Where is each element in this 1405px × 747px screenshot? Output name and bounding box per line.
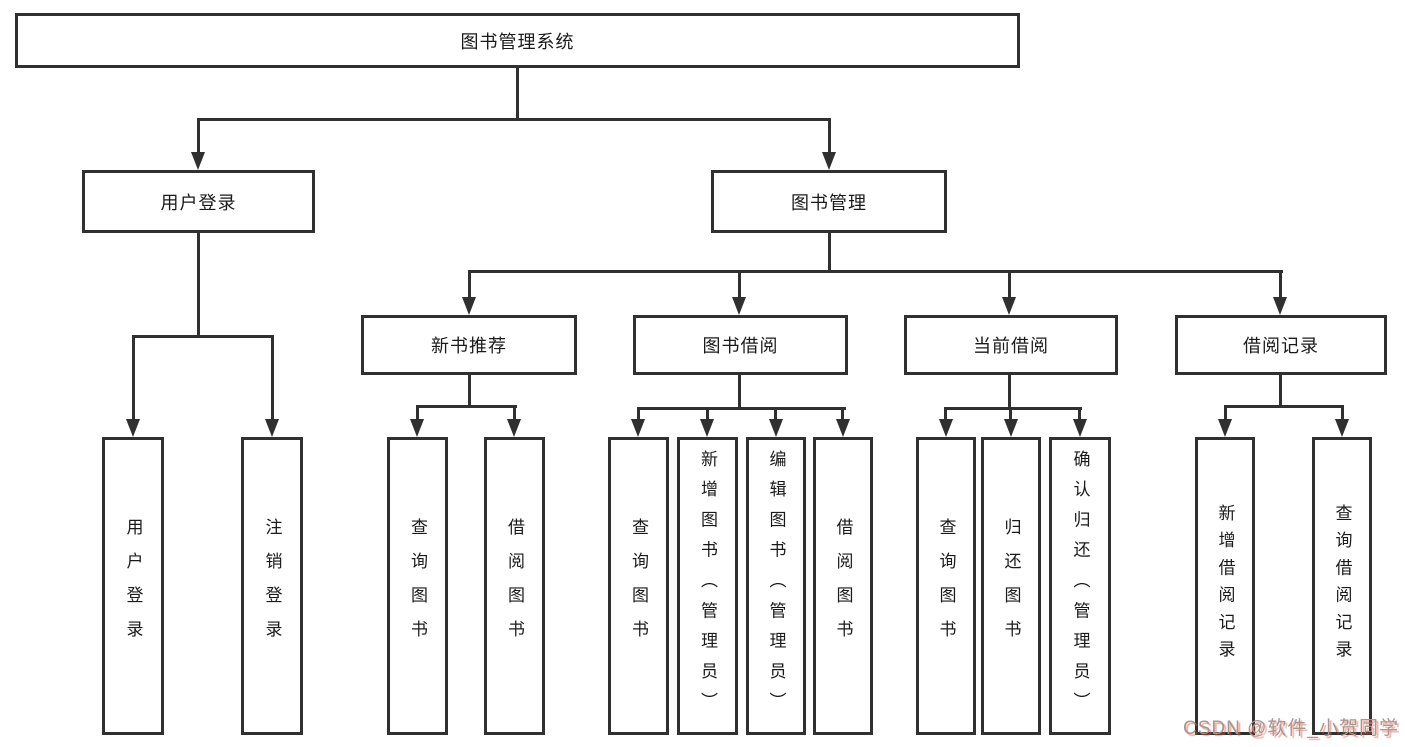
- node-new-book-recommend: 新书推荐: [361, 315, 577, 375]
- connector-line: [944, 407, 947, 421]
- arrowhead-down-icon: [1004, 419, 1018, 437]
- leaf-return-book: 归还图书: [981, 437, 1041, 735]
- arrowhead-down-icon: [1273, 297, 1287, 315]
- arrowhead-down-icon: [410, 419, 424, 437]
- connector-line: [706, 407, 709, 421]
- connector-line: [468, 375, 471, 407]
- leaf-user-login: 用户登录: [102, 437, 164, 735]
- connector-line: [637, 407, 846, 410]
- node-label: 借阅记录: [1243, 336, 1319, 356]
- connector-line: [774, 407, 777, 421]
- node-system-root: 图书管理系统: [15, 13, 1020, 68]
- leaf-confirm-return-admin: 确认归还（管理员）: [1049, 437, 1111, 735]
- connector-line: [416, 405, 517, 408]
- connector-line: [738, 375, 741, 407]
- arrowhead-down-icon: [822, 152, 836, 170]
- connector-line: [1078, 407, 1081, 421]
- connector-line: [197, 118, 200, 156]
- leaf-label: 查询图书: [408, 518, 427, 654]
- arrowhead-down-icon: [126, 419, 140, 437]
- arrowhead-down-icon: [265, 419, 279, 437]
- leaf-label: 编辑图书（管理员）: [766, 449, 786, 723]
- leaf-query-borrow-record: 查询借阅记录: [1312, 437, 1372, 735]
- connector-line: [1341, 405, 1344, 421]
- node-book-management: 图书管理: [711, 170, 947, 233]
- leaf-borrow-book: 借阅图书: [813, 437, 873, 735]
- connector-line: [944, 407, 1082, 410]
- leaf-add-borrow-record: 新增借阅记录: [1195, 437, 1255, 735]
- connector-line: [416, 405, 419, 421]
- connector-line: [516, 68, 519, 120]
- arrowhead-down-icon: [769, 419, 783, 437]
- leaf-query-book-current: 查询图书: [916, 437, 976, 735]
- connector-line: [828, 118, 831, 156]
- arrowhead-down-icon: [191, 152, 205, 170]
- arrowhead-down-icon: [700, 419, 714, 437]
- node-book-borrow: 图书借阅: [633, 315, 848, 375]
- node-current-borrow: 当前借阅: [904, 315, 1118, 375]
- connector-line: [132, 335, 274, 338]
- leaf-logout-login: 注销登录: [241, 437, 303, 735]
- leaf-label: 用户登录: [123, 518, 143, 654]
- leaf-label: 确认归还（管理员）: [1070, 449, 1090, 723]
- connector-line: [1009, 407, 1012, 421]
- leaf-edit-book-admin: 编辑图书（管理员）: [746, 437, 806, 735]
- connector-line: [828, 233, 831, 272]
- connector-line: [513, 405, 516, 421]
- node-label: 新书推荐: [431, 336, 507, 356]
- leaf-label: 查询借阅记录: [1332, 504, 1352, 668]
- arrowhead-down-icon: [507, 419, 521, 437]
- arrowhead-down-icon: [939, 419, 953, 437]
- connector-line: [271, 335, 274, 419]
- connector-line: [132, 335, 135, 419]
- leaf-query-book-borrow: 查询图书: [608, 437, 669, 735]
- node-label: 图书管理系统: [460, 31, 575, 52]
- node-borrow-record: 借阅记录: [1175, 315, 1387, 375]
- connector-line: [468, 270, 471, 298]
- leaf-label: 新增借阅记录: [1215, 504, 1235, 668]
- arrowhead-down-icon: [1218, 419, 1232, 437]
- node-label: 用户登录: [160, 192, 237, 213]
- leaf-label: 查询图书: [629, 518, 648, 654]
- arrowhead-down-icon: [631, 419, 645, 437]
- connector-line: [1279, 375, 1282, 405]
- arrowhead-down-icon: [1073, 419, 1087, 437]
- arrowhead-down-icon: [1335, 419, 1349, 437]
- leaf-label: 借阅图书: [505, 518, 524, 654]
- leaf-label: 借阅图书: [833, 518, 853, 654]
- arrowhead-down-icon: [1002, 297, 1016, 315]
- leaf-query-book-recommend: 查询图书: [387, 437, 448, 735]
- connector-line: [637, 407, 640, 421]
- connector-line: [1279, 270, 1282, 298]
- connector-line: [197, 233, 200, 335]
- connector-line: [1224, 405, 1227, 421]
- leaf-borrow-book-recommend: 借阅图书: [484, 437, 545, 735]
- arrowhead-down-icon: [732, 297, 746, 315]
- leaf-label: 新增图书（管理员）: [698, 449, 717, 723]
- connector-line: [1008, 375, 1011, 407]
- leaf-label: 注销登录: [262, 518, 282, 654]
- connector-line: [1008, 270, 1011, 298]
- connector-line: [841, 407, 844, 421]
- connector-line: [468, 270, 1283, 273]
- connector-line: [1224, 405, 1344, 408]
- leaf-label: 归还图书: [1001, 518, 1021, 654]
- node-label: 当前借阅: [973, 336, 1049, 356]
- node-label: 图书借阅: [702, 336, 779, 356]
- connector-line: [738, 270, 741, 298]
- node-user-login: 用户登录: [82, 170, 315, 233]
- arrowhead-down-icon: [836, 419, 850, 437]
- csdn-watermark: CSDN @软件_小贺同学: [1183, 718, 1399, 739]
- leaf-label: 查询图书: [936, 518, 956, 654]
- node-label: 图书管理: [791, 192, 867, 213]
- connector-line: [197, 118, 831, 121]
- leaf-add-book-admin: 新增图书（管理员）: [677, 437, 738, 735]
- arrowhead-down-icon: [462, 297, 476, 315]
